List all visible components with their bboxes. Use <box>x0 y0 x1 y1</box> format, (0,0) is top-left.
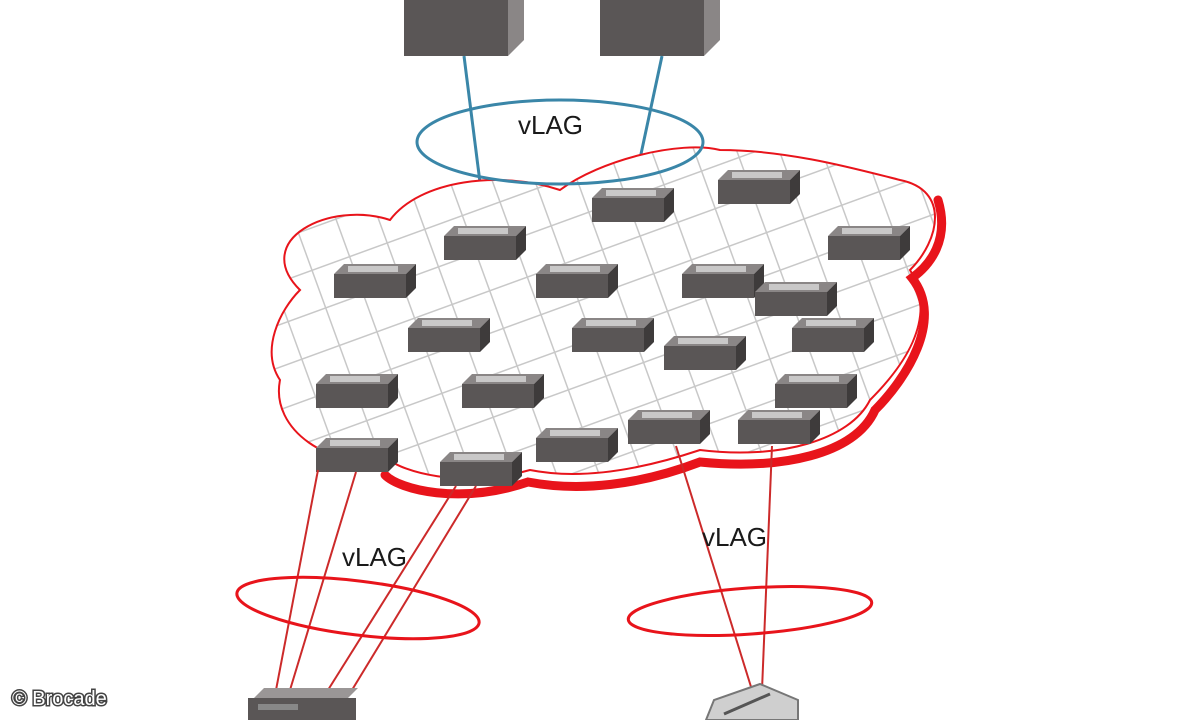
vlag-right-ellipse <box>626 585 874 637</box>
fabric-switch <box>536 264 618 298</box>
vlag-right-links <box>675 445 773 691</box>
fabric-switch <box>536 428 618 462</box>
fabric-switch <box>334 264 416 298</box>
top-server-left <box>404 0 524 56</box>
fabric-switch <box>664 336 746 370</box>
fabric-switch <box>440 452 522 486</box>
fabric-switch <box>316 438 398 472</box>
fabric-switch <box>444 226 526 260</box>
bottom-left-server <box>248 688 358 720</box>
fabric-switch <box>828 226 910 260</box>
fabric-switch <box>628 410 710 444</box>
fabric-switch <box>572 318 654 352</box>
vlag-right-label: vLAG <box>702 522 767 552</box>
top-server-right <box>600 0 720 56</box>
copyright-text: © Brocade <box>12 688 107 710</box>
bottom-right-storage <box>704 682 799 720</box>
fabric-switch <box>755 282 837 316</box>
fabric-switch <box>792 318 874 352</box>
fabric-switch <box>316 374 398 408</box>
vlag-top-label: vLAG <box>518 110 583 140</box>
fabric-switch <box>738 410 820 444</box>
fabric-switch <box>592 188 674 222</box>
vlag-top-ellipse <box>415 98 705 186</box>
vlag-left-label: vLAG <box>342 542 407 572</box>
fabric-switch <box>462 374 544 408</box>
fabric-switch <box>775 374 857 408</box>
vlag-left-ellipse <box>235 575 481 641</box>
vlag-left-links <box>275 469 477 691</box>
fabric-switch <box>682 264 764 298</box>
fabric-switch <box>408 318 490 352</box>
fabric-switch <box>718 170 800 204</box>
